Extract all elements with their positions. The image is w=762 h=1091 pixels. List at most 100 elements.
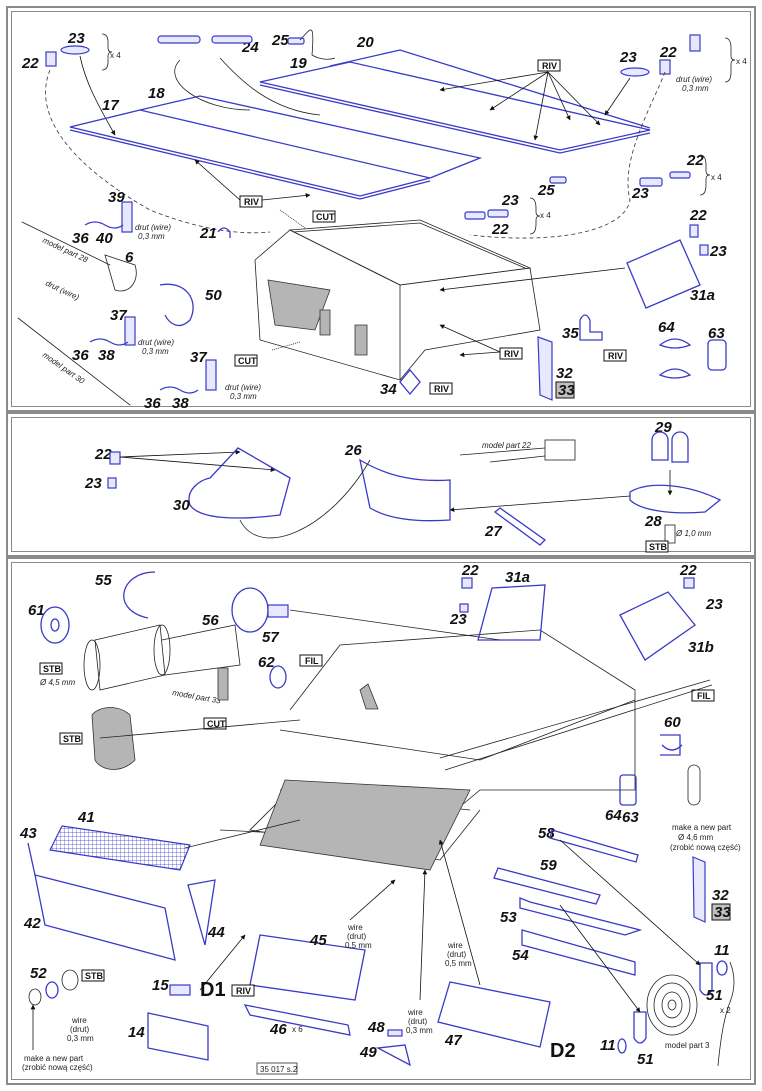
part-number-25: 25: [537, 182, 555, 199]
page-code-box: 35 017 s.2: [256, 1062, 298, 1075]
new-part-note: make a new part: [24, 1054, 84, 1063]
part-37-plate: [205, 359, 217, 391]
part-number-28: 28: [644, 513, 662, 530]
part-47-plate: [437, 981, 551, 1048]
part-number-47: 47: [444, 1032, 462, 1049]
part-53-frame: [519, 897, 643, 936]
wire-label: drut (wire): [225, 383, 261, 392]
part-number-19: 19: [290, 55, 307, 72]
diameter-label: Ø 4,6 mm: [678, 833, 713, 842]
hatch-31b: [619, 591, 696, 661]
part-63-clamp: [707, 339, 727, 371]
part-52-ring: [45, 981, 59, 999]
part-number-57: 57: [262, 629, 279, 646]
part-number-14: 14: [128, 1024, 145, 1041]
part-number-34: 34: [380, 381, 397, 398]
part-number-22: 22: [21, 55, 39, 72]
part-27-rail: [493, 507, 547, 546]
part-33-box: [555, 381, 575, 399]
new-part-note-pl: (zrobić nową część): [22, 1063, 93, 1072]
svg-text:STB: STB: [85, 971, 104, 981]
wire-label: wire: [447, 941, 463, 950]
svg-text:CUT: CUT: [207, 719, 226, 729]
part-24-plate: [157, 35, 201, 44]
stb-tag: STB: [81, 969, 105, 982]
part-number-23: 23: [631, 185, 649, 202]
svg-text:RIV: RIV: [244, 197, 259, 207]
hinge-part-22: [669, 171, 691, 179]
wire-size-label: 0,3 mm: [406, 1026, 433, 1035]
floor-plate-17: [69, 109, 431, 200]
part-6-shield: [104, 254, 137, 292]
part-51-bracket: [633, 1011, 647, 1044]
part-number-56: 56: [202, 612, 219, 629]
part-number-15: 15: [152, 977, 169, 994]
part-14-plate: [147, 1012, 209, 1061]
part-number-31b: 31b: [688, 639, 714, 656]
svg-text:CUT: CUT: [238, 356, 257, 366]
svg-text:STB: STB: [649, 542, 668, 552]
part-number-32: 32: [712, 887, 729, 904]
part-25-plate: [549, 176, 567, 184]
part-58-strip: [549, 829, 639, 863]
model-part-22-barrels: [459, 439, 576, 463]
part-number-22: 22: [679, 562, 697, 579]
wire-label-pl: (drut): [408, 1017, 427, 1026]
svg-text:CUT: CUT: [316, 212, 335, 222]
part-number-52: 52: [30, 965, 47, 982]
part-number-31a: 31a: [690, 287, 715, 304]
panel-2-border: [11, 417, 751, 552]
part-26-shield: [359, 458, 451, 522]
wire-label: wire: [407, 1008, 423, 1017]
part-29-mount: [651, 431, 689, 463]
part-number-22: 22: [461, 562, 479, 579]
cut-tag: CUT: [312, 210, 336, 223]
svg-text:STB: STB: [43, 664, 62, 674]
riv-tag: RIV: [499, 347, 523, 360]
hinge-part-23: [60, 45, 90, 55]
part-number-35: 35: [562, 325, 579, 342]
wire-size-label: 0,3 mm: [67, 1034, 94, 1043]
model-part-label: model part 22: [482, 441, 531, 450]
cut-tag: CUT: [234, 354, 258, 367]
road-wheel-model-part-3: [646, 974, 698, 1036]
part-number-36: 36: [144, 395, 161, 412]
part-number-33: 33: [558, 382, 575, 399]
part-number-38: 38: [98, 347, 115, 364]
part-number-11: 11: [714, 942, 730, 959]
part-number-40: 40: [95, 230, 113, 247]
part-54-frame: [521, 929, 636, 976]
svg-text:STB: STB: [63, 734, 82, 744]
svg-text:35 017 s.2: 35 017 s.2: [260, 1065, 298, 1074]
fil-tag: FIL: [299, 654, 323, 667]
part-41-grille: [49, 825, 191, 871]
part-number-64: 64: [658, 319, 675, 336]
part-number-29: 29: [654, 419, 672, 436]
model-part-label: model part 33: [172, 688, 222, 705]
part-33-box: [711, 903, 731, 921]
part-number-23: 23: [501, 192, 519, 209]
part-number-6: 6: [125, 249, 134, 266]
part-32-strip: [537, 336, 553, 401]
svg-text:RIV: RIV: [542, 61, 557, 71]
exhaust-muffler: [83, 624, 241, 691]
floor-plate-18: [139, 95, 483, 179]
part-number-23: 23: [619, 49, 637, 66]
hinge-part-23: [639, 177, 663, 187]
part-number-64: 64: [605, 807, 622, 824]
wire-label-pl: (drut): [70, 1025, 89, 1034]
part-number-53: 53: [500, 909, 517, 926]
brace-x2: [717, 961, 735, 1067]
part-number-23: 23: [709, 243, 727, 260]
part-number-26: 26: [344, 442, 362, 459]
part-number-22: 22: [686, 152, 704, 169]
part-55-band: [123, 571, 156, 619]
part-number-48: 48: [367, 1019, 385, 1036]
part-number-41: 41: [77, 809, 95, 826]
stb-tag: STB: [645, 540, 669, 553]
cut-tag: CUT: [203, 717, 227, 730]
part-number-33: 33: [714, 904, 731, 921]
new-part-cylinder: [687, 764, 701, 806]
part-number-31a: 31a: [505, 569, 530, 586]
part-number-62: 62: [258, 654, 275, 671]
